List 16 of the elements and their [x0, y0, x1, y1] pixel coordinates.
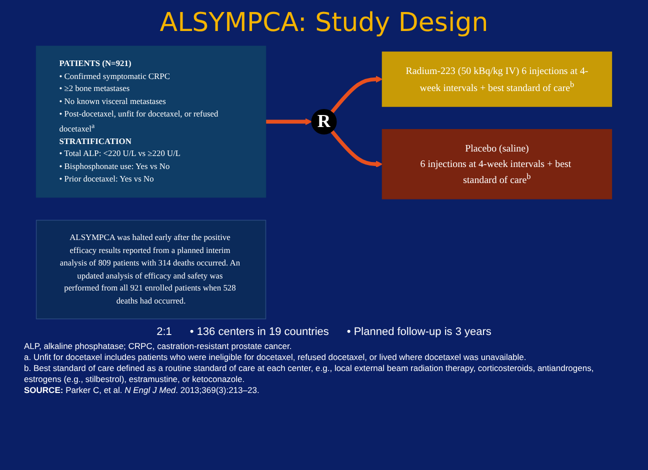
arrow: [330, 76, 383, 114]
arrow: [266, 118, 312, 126]
node-box: PATIENTS (N=921) • Confirmed symptomatic CRPC • ≥2 bone metastases • No known visceral metastases • Post-docetaxel, unfit for docetaxel, or refused docetaxel$^{a}$ STRATIFICATION • Total ALP: <220 U/L vs ≥220 U/L • Bisphosphonate use: Yes vs No • Prior docetaxel: Yes vs No: [36, 46, 266, 198]
footnote: a. Unfit for docetaxel includes patients who were ineligible for docetaxel, refused docetaxel, or lived where docetaxel was unavailable.: [24, 352, 528, 362]
footnote: ALP, alkaline phosphatase; CRPC, castration-resistant prostate cancer.: [24, 341, 293, 352]
study-note: • Planned follow-up is 3 years: [346, 326, 492, 338]
node-box: Radium-223 (50 kBq/kg IV) 6 injections at 4-week intervals + best standard of care$^{b}$: [382, 52, 612, 107]
arrow: [330, 130, 383, 168]
study-note: • 136 centers in 19 countries: [190, 326, 329, 338]
node-box: Placebo (saline) 6 injections at 4-week intervals + best standard of care$^{b}$: [382, 129, 612, 200]
ratio-label: 2:1: [156, 326, 172, 338]
node-box: ALSYMPCA was halted early after the positive efficacy results reported from a planned interim analysis of 809 patients with 314 deaths occurred. An updated analysis of efficacy and safety was performed from all 921 enrolled patients when 528 deaths had occurred.: [36, 220, 266, 320]
source-citation: SOURCE: Parker C, et al. N Engl J Med. 2013;369(3):213–23.: [24, 384, 260, 395]
footnote: b. Best standard of care defined as a routine standard of care at each center, e.g., local external beam radiation therapy, corticosteroids, antiandrogens, estrogens (e.g., stilbestrol), estramustine, or ketoconazole.: [24, 363, 595, 384]
node-circle: R: [311, 108, 337, 134]
title: ALSYMPCA: Study Design: [158, 8, 490, 38]
